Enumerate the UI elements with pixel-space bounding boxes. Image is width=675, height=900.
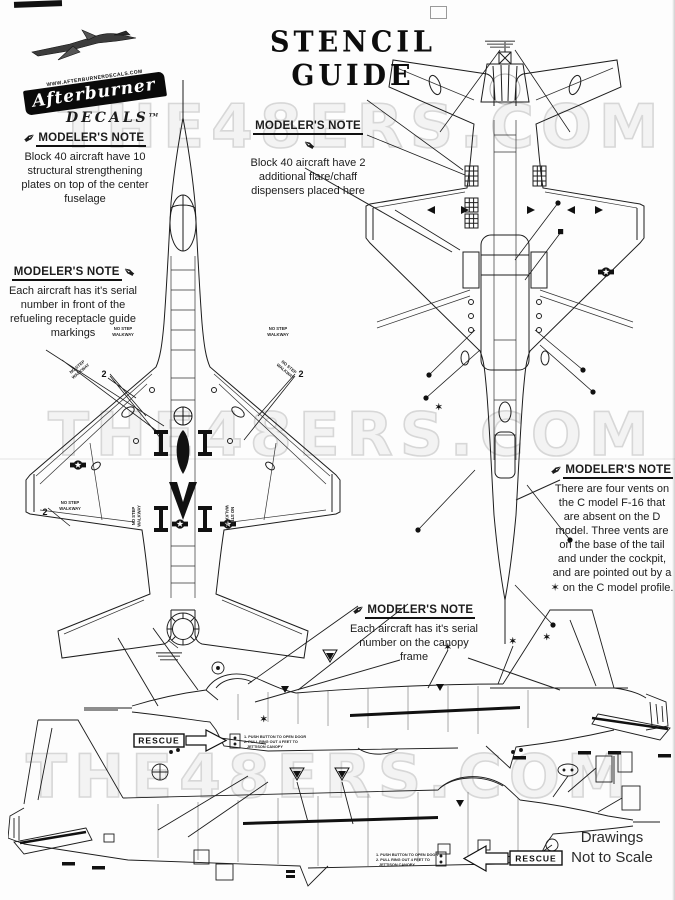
rescue-marking: RESCUE 1. PUSH BUTTON TO OPEN DOOR 2. PU… <box>133 729 306 752</box>
svg-text:2: 2 <box>101 369 106 379</box>
watermark: THE48ERS.COM <box>57 91 666 163</box>
svg-text:NO STEP: NO STEP <box>131 507 136 526</box>
svg-text:2. PULL RING OUT 4 FEET TO: 2. PULL RING OUT 4 FEET TO <box>376 858 430 862</box>
svg-text:1. PUSH BUTTON TO OPEN DOOR: 1. PUSH BUTTON TO OPEN DOOR <box>244 735 306 739</box>
rescue-marking: 1. PUSH BUTTON TO OPEN DOOR 2. PULL RING… <box>376 844 563 873</box>
note-heading: MODELER'S NOTE <box>365 604 476 619</box>
svg-text:WALKWAY: WALKWAY <box>112 332 134 337</box>
svg-text:✶: ✶ <box>260 714 268 724</box>
page-title: STENCIL GUIDE <box>270 25 436 93</box>
scale-note-line2: Not to Scale <box>571 849 653 867</box>
scale-note: Drawings Not to Scale <box>552 828 672 869</box>
svg-text:WALKWAY: WALKWAY <box>137 505 142 527</box>
svg-text:JETTISON CANOPY: JETTISON CANOPY <box>247 745 283 749</box>
svg-text:1. PUSH BUTTON TO OPEN DOOR: 1. PUSH BUTTON TO OPEN DOOR <box>376 853 438 857</box>
star-roundel-icon <box>598 267 614 277</box>
note-body: Each aircraft has it's serial number in … <box>8 285 138 340</box>
strengthening-plates <box>154 430 212 532</box>
svg-text:✶: ✶ <box>509 636 517 646</box>
flare-chaff-dispensers <box>464 165 547 229</box>
svg-text:WALKWAY: WALKWAY <box>267 332 289 337</box>
note-body: Block 40 aircraft have 10 structural str… <box>21 151 149 206</box>
note-heading: MODELER'S NOTE <box>36 132 147 147</box>
logo-decals-label: DECALS <box>66 110 149 126</box>
star-roundel-icon <box>70 460 236 529</box>
pen-icon: ✒ <box>298 135 319 157</box>
callout-2-labels: 2 2 2 <box>42 369 303 517</box>
danger-triangle-icon <box>281 649 444 693</box>
svg-text:✶: ✶ <box>543 632 551 642</box>
logo-brand-text: Afterburner <box>31 74 157 112</box>
scale-note-line1: Drawings <box>580 829 644 846</box>
side-profile-top-drawing: ✶ ✶ ✶ ✶ RESCUE 1. PUSH BUTTON TO OPEN DO… <box>84 603 671 769</box>
callout-dots <box>415 200 603 628</box>
brand-logo: WWW.AFTERBURNERDECALS.COM Afterburner DE… <box>18 26 178 126</box>
jet-silhouette-icon <box>31 29 137 61</box>
note-heading: MODELER'S NOTE <box>253 120 363 135</box>
note-body: Block 40 aircraft have 2 additional flar… <box>250 157 366 198</box>
svg-text:NO STEP: NO STEP <box>269 326 288 331</box>
note-heading: MODELER'S NOTE <box>563 464 674 479</box>
note-vents: ✒MODELER'S NOTE There are four vents on … <box>547 460 674 595</box>
note-canopy-serial: ✒MODELER'S NOTE Each aircraft has it's s… <box>348 600 480 664</box>
side-profile-bottom-drawing: 1. PUSH BUTTON TO OPEN DOOR 2. PULL RING… <box>8 719 660 887</box>
svg-text:WALKWAY: WALKWAY <box>225 505 230 527</box>
svg-text:2. PULL RING OUT 4 FEET TO: 2. PULL RING OUT 4 FEET TO <box>244 740 298 744</box>
danger-triangle-icon <box>289 767 464 807</box>
svg-text:2: 2 <box>298 369 303 379</box>
svg-text:RESCUE: RESCUE <box>515 854 556 864</box>
svg-text:NO STEP: NO STEP <box>230 507 235 526</box>
svg-text:JETTISON CANOPY: JETTISON CANOPY <box>379 863 415 867</box>
svg-text:WALKWAY: WALKWAY <box>59 506 81 511</box>
note-serial-refueling: MODELER'S NOTE✒ Each aircraft has it's s… <box>2 262 144 340</box>
note-body: There are four vents on the C model F-16… <box>550 483 674 594</box>
note-flare-chaff: MODELER'S NOTE✒ Block 40 aircraft have 2… <box>250 116 366 198</box>
logo-tm: TM <box>148 112 159 119</box>
svg-text:NO STEP: NO STEP <box>61 500 80 505</box>
pen-icon: ✒ <box>118 262 139 284</box>
note-body: Each aircraft has it's serial number on … <box>349 623 479 664</box>
svg-text:2: 2 <box>42 507 47 517</box>
note-block40-plates: ✒MODELER'S NOTE Block 40 aircraft have 1… <box>14 128 156 206</box>
small-box-mark <box>430 6 447 19</box>
svg-text:RESCUE: RESCUE <box>138 736 179 746</box>
pointer-star: ✶ ✶ ✶ ✶ <box>260 632 551 724</box>
note-heading: MODELER'S NOTE <box>11 266 122 281</box>
scan-fold-line <box>0 458 675 460</box>
pointer-star: ✶ <box>435 402 443 412</box>
svg-text:NO STEP: NO STEP <box>114 326 133 331</box>
svg-text:✶: ✶ <box>444 642 452 652</box>
logo-sub-text: DECALSTM <box>66 110 178 126</box>
watermark: THE48ERS.COM <box>47 399 656 471</box>
bottom-view-drawing: ✶ <box>365 40 645 644</box>
